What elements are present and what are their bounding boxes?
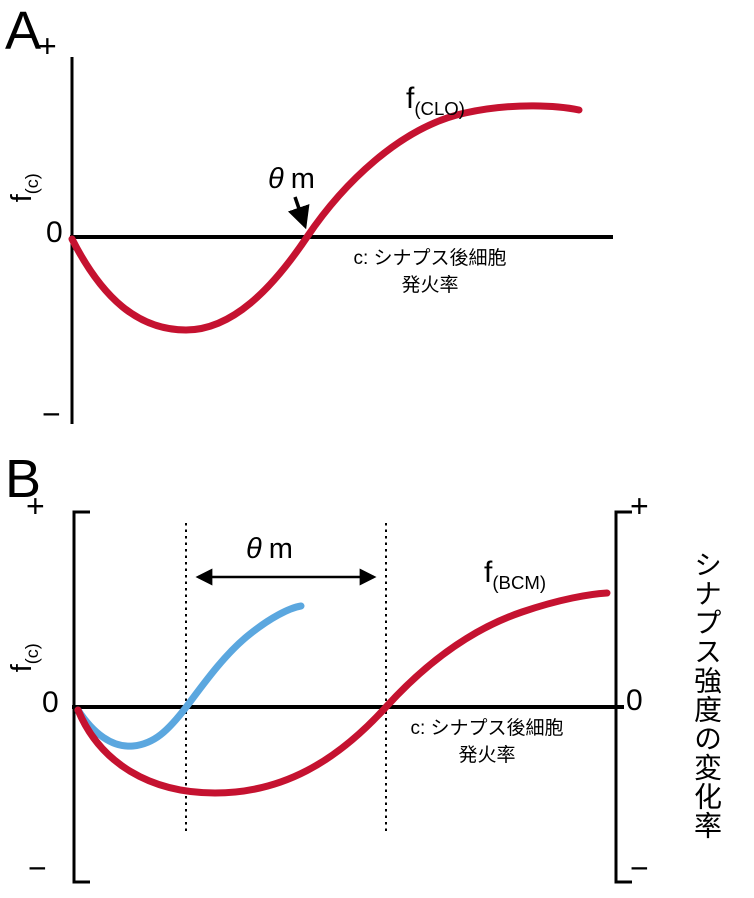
- panel-b-bcm-curve: [74, 589, 611, 797]
- panel-b-theta-unit: m: [268, 533, 293, 565]
- panel-b-right-minus: −: [630, 850, 649, 886]
- panel-a-caption-line1: c: シナプス後細胞: [353, 248, 507, 269]
- panel-b-left-axis-bracket: [72, 510, 90, 884]
- panel-b-y-label-sub: (c): [22, 643, 43, 665]
- panel-a-theta-arrow: [287, 196, 310, 230]
- panel-b-label: B: [5, 449, 42, 509]
- panel-a-curve-label-main: f: [406, 82, 415, 115]
- panel-b-blue-curve: [74, 602, 305, 750]
- panel-b-right-axis-label: シナプス強度の変化率: [691, 550, 722, 840]
- panel-a-curve-label-sub: (CLO): [414, 98, 465, 119]
- panel-b-y-axis-label: f(c): [6, 623, 43, 693]
- panel-a-y-zero: 0: [46, 216, 63, 249]
- panel-b-y-zero: 0: [42, 686, 59, 719]
- panel-a-y-label-main: f: [6, 194, 39, 203]
- panel-a-clo-curve: [68, 102, 583, 334]
- panel-b-x-axis-caption: c: シナプス後細胞 発火率: [392, 716, 582, 769]
- panel-a-y-minus: −: [42, 396, 61, 432]
- panel-b-curve-label: f(BCM): [484, 556, 546, 593]
- panel-a-y-axis-label: f(c): [6, 153, 43, 223]
- panel-b-theta-symbol: θ: [246, 533, 262, 565]
- panel-b-right-axis-bracket: [614, 510, 632, 884]
- panel-b-curve-label-main: f: [484, 556, 493, 589]
- panel-a-label: A: [5, 1, 42, 61]
- panel-b-curve-label-sub: (BCM): [492, 572, 547, 593]
- panel-a-y-label-sub: (c): [22, 173, 43, 195]
- panel-b-y-plus: +: [26, 488, 45, 524]
- panel-b-right-plus: +: [630, 488, 649, 524]
- panel-b-y-label-main: f: [6, 664, 39, 673]
- panel-a-theta-symbol: θ: [268, 163, 284, 195]
- panel-b-caption-line1: c: シナプス後細胞: [410, 718, 564, 739]
- panel-a-y-plus: +: [38, 28, 57, 64]
- panel-b-right-zero: 0: [626, 684, 643, 717]
- panel-b-caption-line2: 発火率: [458, 744, 516, 766]
- panel-a-curve-label: f(CLO): [406, 82, 465, 119]
- panel-a-theta-unit: m: [290, 163, 315, 195]
- panel-a-caption-line2: 発火率: [401, 274, 459, 296]
- panel-a-x-axis-caption: c: シナプス後細胞 発火率: [340, 246, 520, 299]
- panel-b-y-minus: −: [28, 850, 47, 886]
